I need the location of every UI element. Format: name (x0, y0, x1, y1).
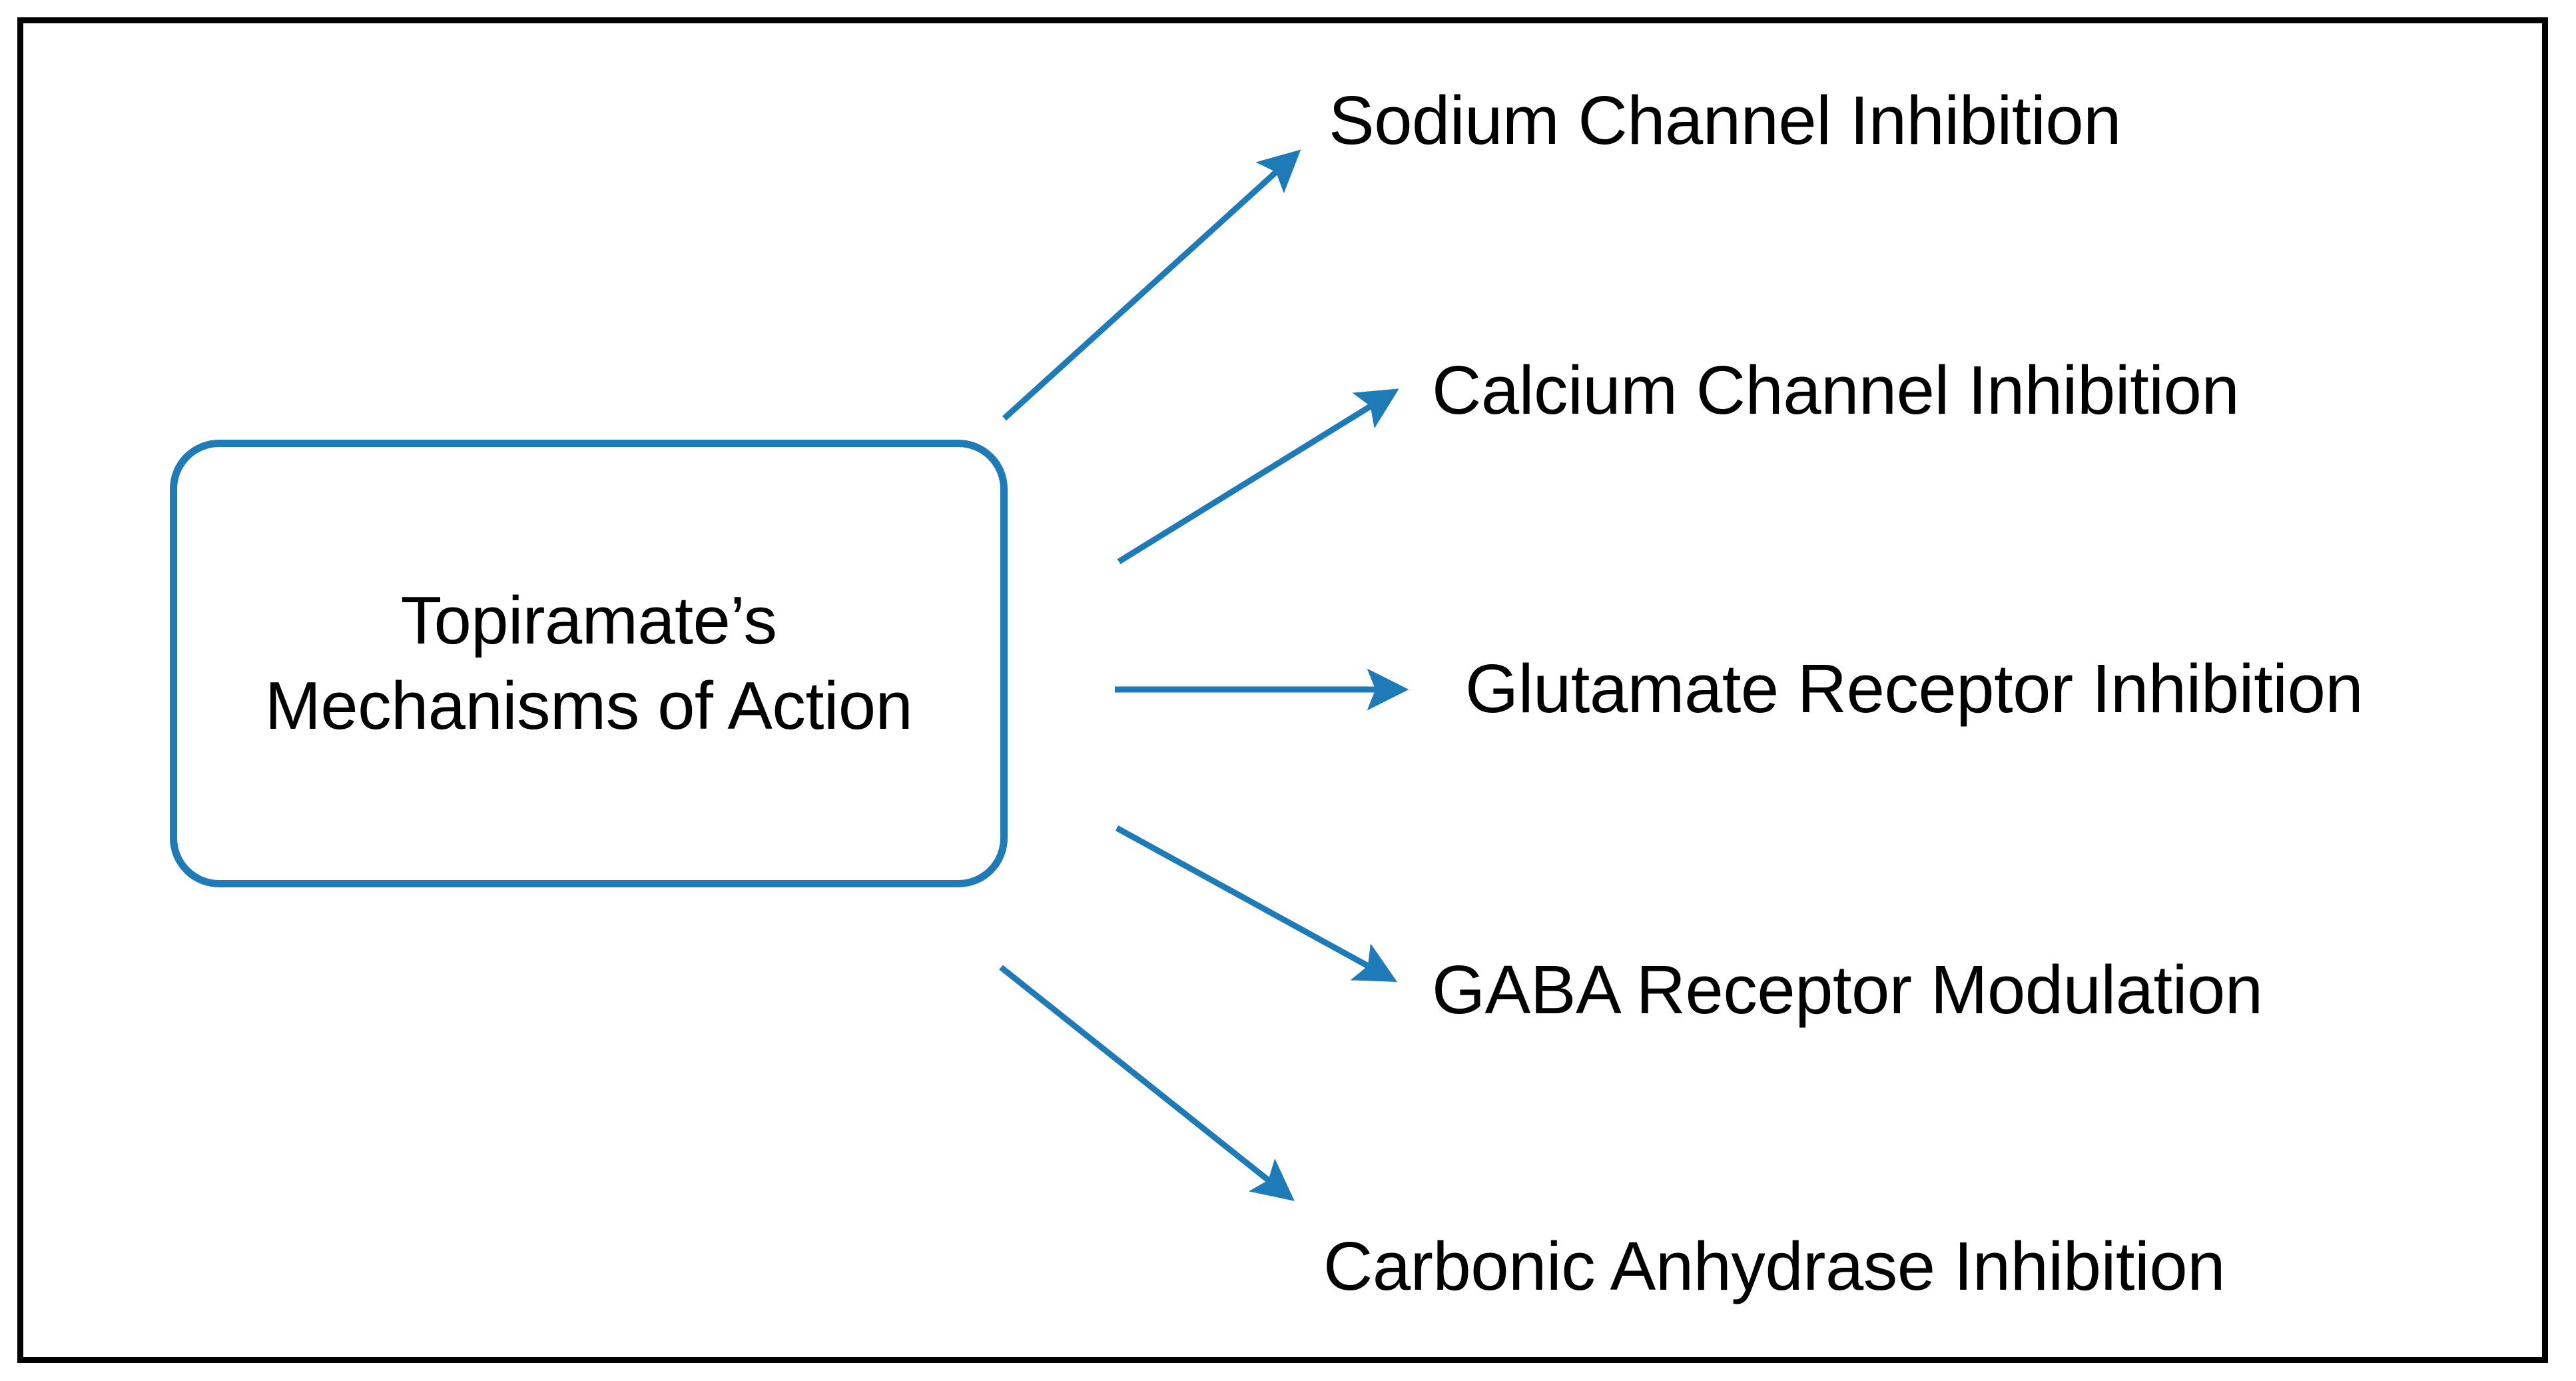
central-node-line-2: Mechanisms of Action (264, 669, 913, 743)
node-label-sodium-channel-inhibition[interactable]: Sodium Channel Inhibition (1329, 82, 2121, 159)
central-node[interactable]: Topiramate’s Mechanisms of Action (170, 440, 1008, 887)
node-label-glutamate-receptor-inhibition[interactable]: Glutamate Receptor Inhibition (1465, 650, 2364, 727)
node-label-calcium-channel-inhibition[interactable]: Calcium Channel Inhibition (1432, 352, 2240, 428)
node-label-carbonic-anhydrase-inhibition[interactable]: Carbonic Anhydrase Inhibition (1323, 1228, 2225, 1304)
central-node-line-1: Topiramate’s (400, 584, 777, 658)
node-label-gaba-receptor-modulation[interactable]: GABA Receptor Modulation (1432, 951, 2263, 1028)
